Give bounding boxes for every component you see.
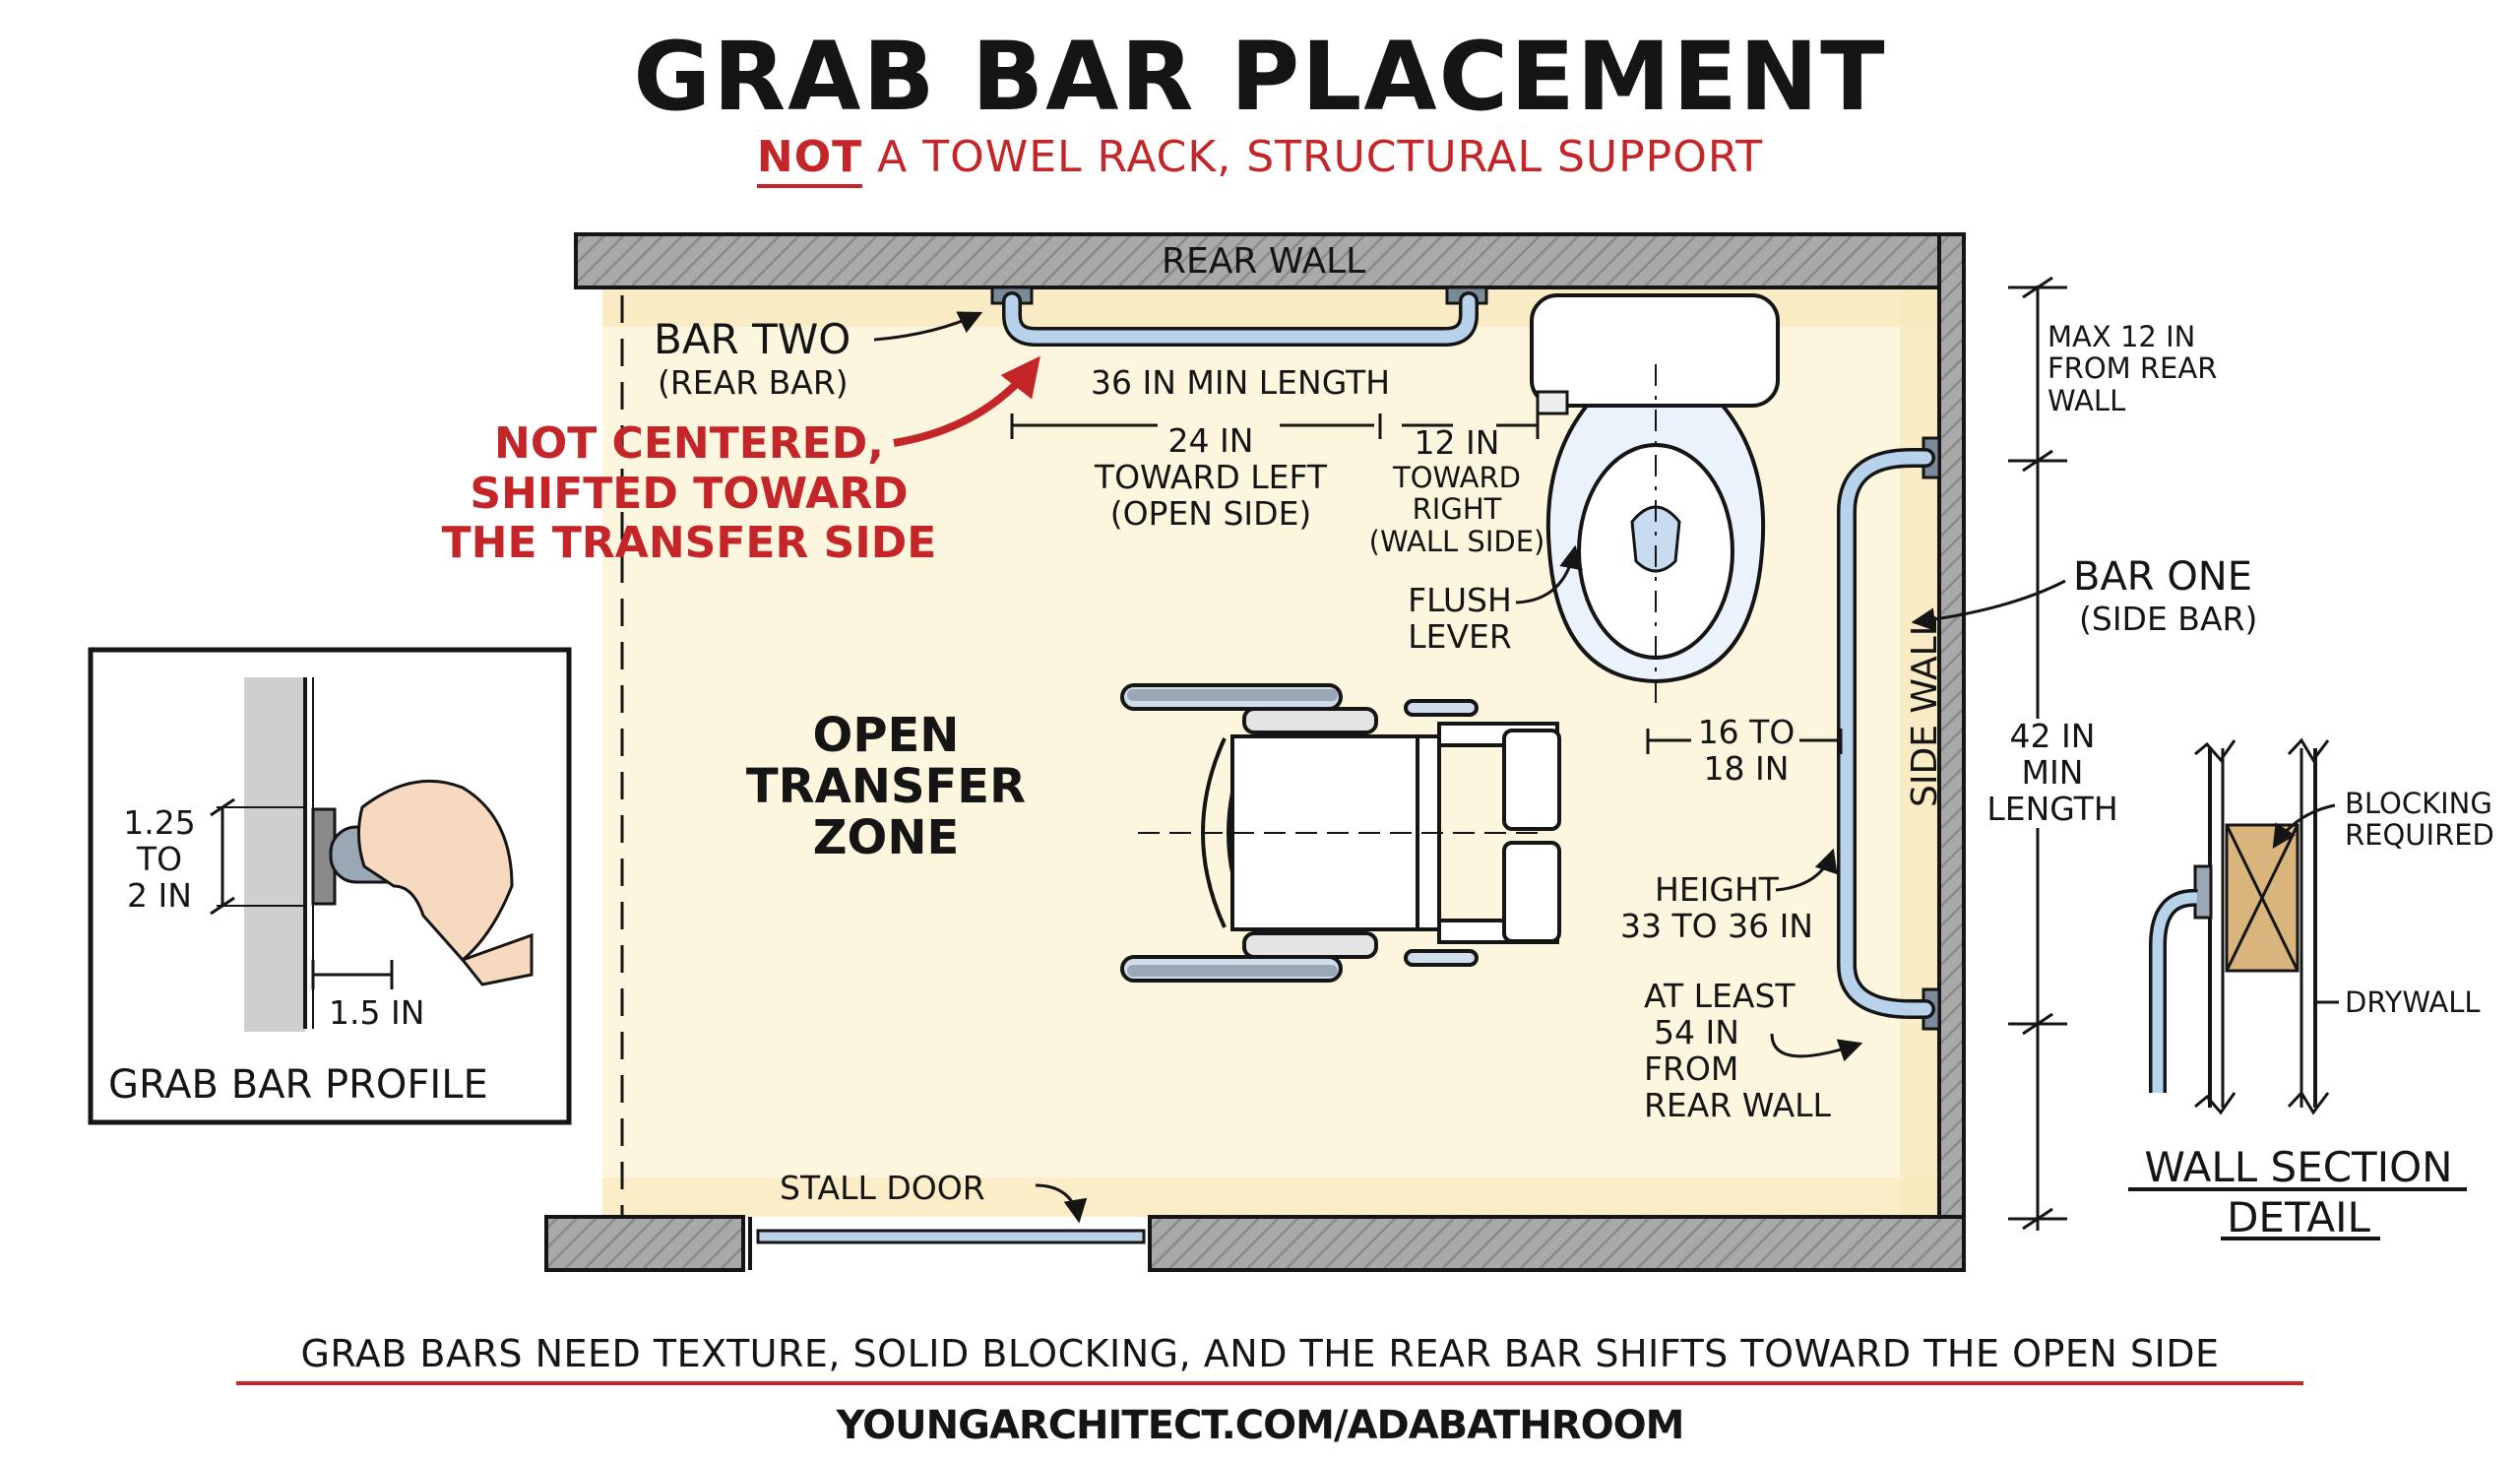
profile-clearance-label: 1.5 IN [329,993,425,1032]
height-label: HEIGHT 33 TO 36 IN [1619,870,1813,945]
rear-grab-bar [990,286,1488,347]
side-wall-label: SIDE WALL [1905,616,1945,807]
rear-wall [574,232,1966,289]
height-leader [1775,848,1838,892]
wheelchair [1120,683,1561,983]
centerline-distance-label: 16 TO 18 IN [1697,713,1796,788]
max-from-rear-label: MAX 12 IN FROM REAR WALL [2048,320,2218,417]
rear-wall-label: REAR WALL [1162,241,1366,282]
drywall-label: DRYWALL [2345,985,2481,1019]
flush-lever-label: FLUSH LEVER [1408,581,1512,656]
at-least-label: AT LEAST 54 IN FROM REAR WALL [1644,977,1831,1124]
bar-one-sublabel: (SIDE BAR) [2079,600,2258,638]
subtitle-emphasis: NOT [756,132,863,188]
wall-section-detail [2149,737,2339,1115]
wall-section-title: WALL SECTION DETAIL [2144,1143,2453,1242]
rear-bar-dimension [1010,413,1540,439]
side-bar-length-label: 42 IN MIN LENGTH [1979,718,2126,828]
page-title: GRAB BAR PLACEMENT [633,22,1887,132]
toilet [1530,293,1780,704]
stall-door-leader [1035,1183,1088,1224]
bar-one-leader [1911,579,2066,632]
bar-one-label: BAR ONE [2073,554,2252,600]
stall-door-label: STALL DOOR [780,1169,985,1207]
footer-url: YOUNGARCHITECT.COM/ADABATHROOM [836,1403,1685,1448]
flush-lever-leader [1515,544,1583,604]
page-subtitle: NOT A TOWEL RACK, STRUCTURAL SUPPORT [591,132,1929,188]
centerline-dimension [1646,729,1843,754]
front-wall-right [1148,1215,1966,1272]
grab-bar-profile-box [88,647,572,1125]
subtitle-rest: A TOWEL RACK, STRUCTURAL SUPPORT [862,132,1764,182]
footer-caption: GRAB BARS NEED TEXTURE, SOLID BLOCKING, … [300,1332,2220,1375]
front-wall-left [544,1215,745,1272]
rear-bar-length-label: 36 IN MIN LENGTH [1091,363,1391,402]
open-transfer-zone-label: OPEN TRANSFER ZONE [745,708,1027,865]
profile-diameter-label: 1.25 TO 2 IN [123,803,196,915]
not-centered-arrow [893,355,1040,447]
bar-two-leader [873,311,983,342]
bar-two-sublabel: (REAR BAR) [658,363,849,402]
left-offset-dimension: 24 IN TOWARD LEFT (OPEN SIDE) [1094,421,1328,533]
at-least-leader [1770,1033,1863,1062]
stall-door [756,1229,1146,1244]
blocking-required-label: BLOCKING REQUIRED [2345,787,2494,853]
right-offset-dimension: 12 IN TOWARD RIGHT (WALL SIDE) [1368,423,1545,558]
flush-lever [1536,390,1569,415]
profile-title: GRAB BAR PROFILE [108,1062,488,1108]
not-centered-note: NOT CENTERED, SHIFTED TOWARD THE TRANSFE… [441,418,937,569]
bar-two-label: BAR TWO [654,315,851,363]
side-grab-bar [1837,436,1941,1031]
